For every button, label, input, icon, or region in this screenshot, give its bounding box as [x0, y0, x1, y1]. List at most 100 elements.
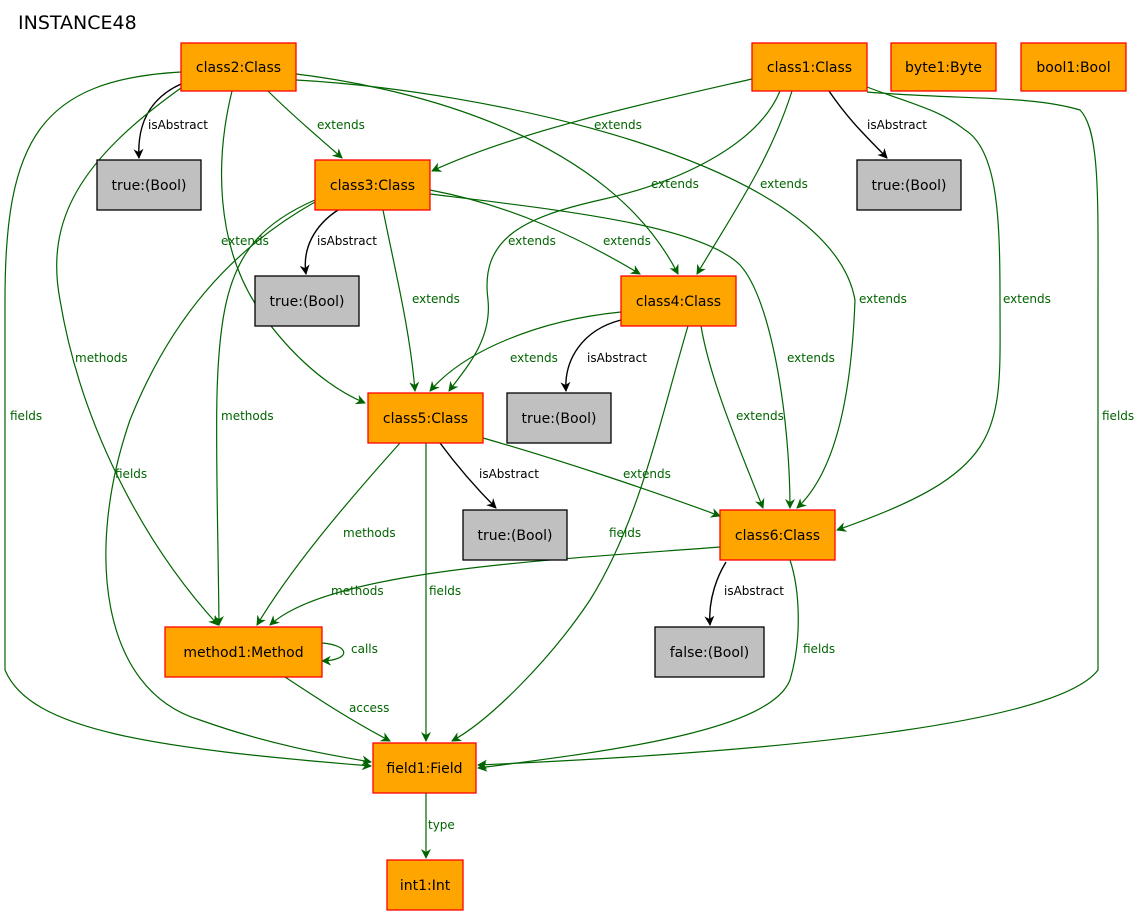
- edge-class1-extends-class6: extends: [836, 86, 1051, 532]
- node-label: true:(Bool): [872, 178, 947, 194]
- node-true-c1: true:(Bool): [856, 159, 962, 211]
- node-class2: class2:Class: [180, 42, 297, 92]
- node-class3: class3:Class: [314, 159, 431, 211]
- edge-line: [828, 90, 888, 159]
- edge-label: methods: [331, 584, 384, 598]
- edge-label: type: [428, 818, 455, 832]
- node-box: [367, 392, 484, 444]
- edge-label: fields: [429, 584, 461, 598]
- edge-line: [429, 189, 641, 275]
- edge-line: [287, 72, 679, 275]
- node-box: [751, 42, 868, 92]
- edge-class2-extends-class5: extends: [220, 90, 366, 405]
- edge-line: [696, 90, 793, 275]
- node-label: class1:Class: [767, 60, 852, 76]
- edge-line: [836, 86, 1001, 532]
- node-field1: field1:Field: [372, 742, 477, 794]
- edge-class2-methods-method1: methods: [56, 87, 219, 626]
- node-box: [620, 275, 737, 327]
- edge-line: [284, 676, 391, 742]
- node-box: [372, 742, 477, 794]
- edge-line: [56, 87, 219, 626]
- edge-class3-fields-field1: fields: [105, 201, 372, 766]
- edge-line: [431, 78, 753, 172]
- node-label: byte1:Byte: [905, 60, 982, 76]
- edge-line: [439, 442, 497, 509]
- edge-label: fields: [10, 409, 42, 423]
- edge-label: extends: [317, 118, 365, 132]
- edge-label: methods: [343, 526, 396, 540]
- node-false-c6: false:(Bool): [654, 626, 765, 678]
- edge-label: isAbstract: [867, 118, 927, 132]
- node-class5: class5:Class: [367, 392, 484, 444]
- node-label: method1:Method: [183, 645, 303, 661]
- edge-line: [295, 79, 856, 509]
- edge-label: fields: [115, 467, 147, 481]
- node-class6: class6:Class: [719, 509, 836, 561]
- edge-class4-isabstract-true-c4: isAbstract: [560, 319, 647, 392]
- edge-line: [477, 91, 1099, 770]
- edge-class5-fields-field1: fields: [421, 443, 461, 742]
- edge-class1-extends-class4: extends: [696, 90, 808, 275]
- edge-label: methods: [221, 409, 274, 423]
- node-byte1: byte1:Byte: [890, 42, 997, 92]
- edge-field1-type-int1: type: [421, 793, 455, 859]
- edge-label: extends: [594, 118, 642, 132]
- node-true-c4: true:(Bool): [506, 392, 612, 444]
- node-label: int1:Int: [400, 878, 451, 894]
- edge-label: extends: [736, 409, 784, 423]
- node-box: [856, 159, 962, 211]
- node-label: true:(Bool): [522, 411, 597, 427]
- edge-label: extends: [1003, 292, 1051, 306]
- edge-line: [482, 437, 721, 518]
- diagram-title: INSTANCE48: [18, 12, 137, 34]
- node-true-c5: true:(Bool): [462, 509, 568, 561]
- node-box: [506, 392, 612, 444]
- node-label: false:(Bool): [670, 645, 750, 661]
- edge-class5-extends-class6: extends: [482, 437, 721, 518]
- node-true-c2: true:(Bool): [96, 159, 202, 211]
- edge-class6-methods-method1: methods: [269, 546, 721, 626]
- edge-class5-isabstract-true-c5: isAbstract: [439, 442, 539, 509]
- node-true-c3: true:(Bool): [254, 275, 360, 327]
- edge-label: extends: [412, 292, 460, 306]
- edge-line: [429, 193, 795, 509]
- edge-class4-extends-class6: extends: [700, 325, 784, 509]
- node-box: [654, 626, 765, 678]
- node-label: true:(Bool): [478, 528, 553, 544]
- node-box: [890, 42, 997, 92]
- edge-label: extends: [787, 351, 835, 365]
- edge-line: [105, 201, 372, 766]
- node-class1: class1:Class: [751, 42, 868, 92]
- node-box: [254, 275, 360, 327]
- node-label: class4:Class: [636, 294, 721, 310]
- edge-label: extends: [760, 177, 808, 191]
- edge-class3-methods-method1: methods: [213, 199, 316, 626]
- edge-method1-calls-method1: calls: [321, 642, 378, 666]
- edge-class2-isabstract-true-c2: isAbstract: [133, 83, 208, 159]
- edge-line: [429, 311, 622, 392]
- node-label: class3:Class: [330, 178, 415, 194]
- node-box: [1020, 42, 1127, 92]
- edge-class6-fields-field1: fields: [477, 559, 835, 772]
- edge-label: isAbstract: [317, 234, 377, 248]
- edge-line: [321, 642, 345, 666]
- node-int1: int1:Int: [386, 859, 464, 911]
- edge-line: [4, 71, 372, 771]
- edge-line: [448, 90, 781, 392]
- edge-class3-isabstract-true-c3: isAbstract: [299, 209, 377, 275]
- node-box: [180, 42, 297, 92]
- edge-class1-isabstract-true-c1: isAbstract: [828, 90, 927, 159]
- edge-class5-methods-method1: methods: [256, 442, 401, 626]
- node-box: [96, 159, 202, 211]
- edge-class1-extends-class5: extends: [448, 90, 781, 392]
- edge-label: extends: [603, 234, 651, 248]
- edge-label: fields: [803, 642, 835, 656]
- edge-line: [299, 209, 339, 275]
- node-label: class5:Class: [383, 411, 468, 427]
- node-box: [719, 509, 836, 561]
- edge-label: isAbstract: [724, 584, 784, 598]
- edge-label: isAbstract: [587, 351, 647, 365]
